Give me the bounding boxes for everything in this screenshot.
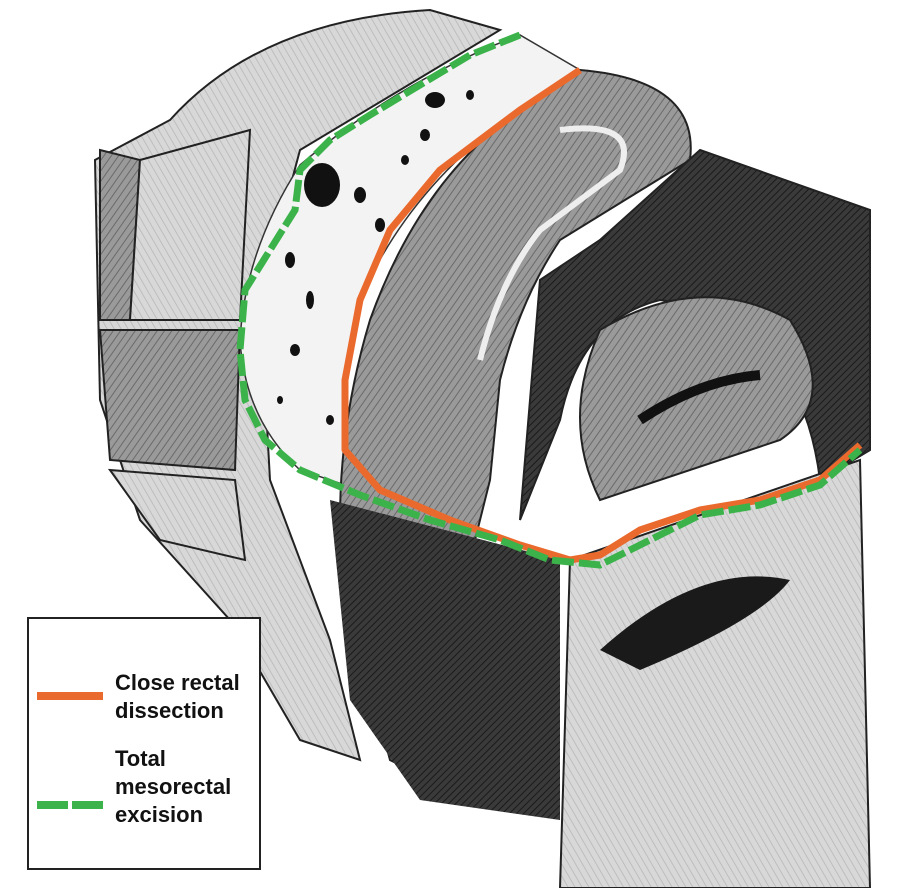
legend-label: Close rectal	[115, 670, 240, 695]
vertebrae	[98, 128, 252, 562]
bladder	[558, 458, 872, 888]
uterine-body	[579, 296, 814, 502]
vertebra	[107, 468, 247, 562]
green-dashed-swatch	[37, 801, 103, 809]
lymph-node	[304, 163, 340, 207]
uterine-cavity	[637, 370, 761, 425]
lymph-node	[420, 129, 430, 141]
uterus	[519, 148, 871, 521]
lymph-node	[277, 396, 283, 404]
lymph-node	[290, 344, 300, 356]
legend: Close rectal dissection Total mesorectal…	[27, 617, 261, 870]
bladder-lumen	[600, 576, 790, 670]
close-rectal-dissection-line	[341, 67, 863, 564]
lymph-node	[425, 92, 445, 108]
rectal-lumen	[477, 125, 627, 361]
vertebra	[98, 329, 242, 472]
vertebra	[128, 128, 252, 321]
legend-label: dissection	[115, 698, 224, 723]
legend-text: Total mesorectal excision	[115, 745, 231, 829]
legend-item-tme: Total mesorectal excision	[37, 745, 231, 829]
legend-text: Close rectal dissection	[115, 669, 240, 725]
orange-solid-swatch	[37, 692, 103, 700]
lymph-node	[375, 218, 385, 232]
lymph-node	[354, 187, 366, 203]
total-mesorectal-excision-line	[236, 31, 863, 569]
lymph-nodes	[277, 90, 474, 425]
lymph-node	[326, 415, 334, 425]
legend-label: Total	[115, 746, 166, 771]
legend-label: excision	[115, 802, 204, 827]
lymph-node	[285, 252, 295, 268]
lymph-node	[401, 155, 409, 165]
lymph-node	[466, 90, 474, 100]
pelvic-floor-dark	[330, 500, 560, 820]
legend-item-close-rectal: Close rectal dissection	[37, 669, 240, 725]
lymph-node	[306, 291, 314, 309]
legend-label: mesorectal	[115, 774, 232, 799]
